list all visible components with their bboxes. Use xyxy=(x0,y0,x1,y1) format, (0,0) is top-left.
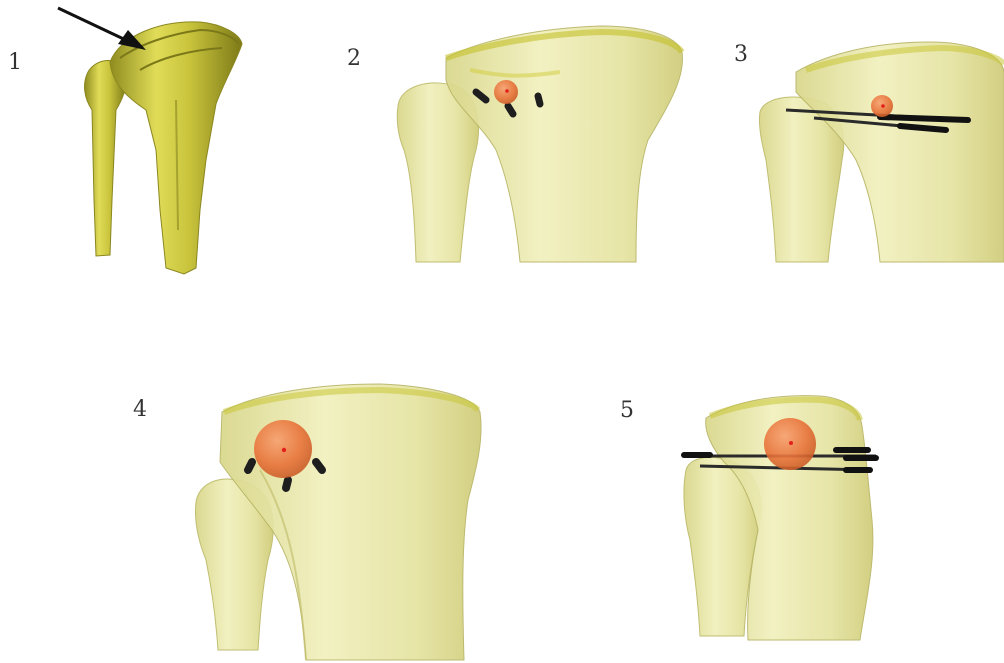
kwire-2 xyxy=(286,480,288,488)
wire-tip-2 xyxy=(900,126,946,130)
fibula-shape xyxy=(85,60,127,256)
target-center xyxy=(789,441,793,445)
target-center xyxy=(881,104,885,108)
target-center xyxy=(282,448,286,452)
kwire-1 xyxy=(248,462,252,470)
kwire-3 xyxy=(316,462,322,470)
panel-4-bone-model xyxy=(195,384,481,660)
tibia-translucent xyxy=(446,26,683,262)
wire-tip-1 xyxy=(880,117,968,120)
panel-5-bone-model xyxy=(684,396,876,640)
panel-1-bone-model xyxy=(58,8,242,274)
target-center xyxy=(505,89,509,93)
panel-2-bone-model xyxy=(397,26,682,262)
kwire-2 xyxy=(508,106,513,114)
panel-3-bone-model xyxy=(759,42,1004,262)
kwire-3 xyxy=(538,96,540,104)
fracture-arrow xyxy=(58,8,146,50)
